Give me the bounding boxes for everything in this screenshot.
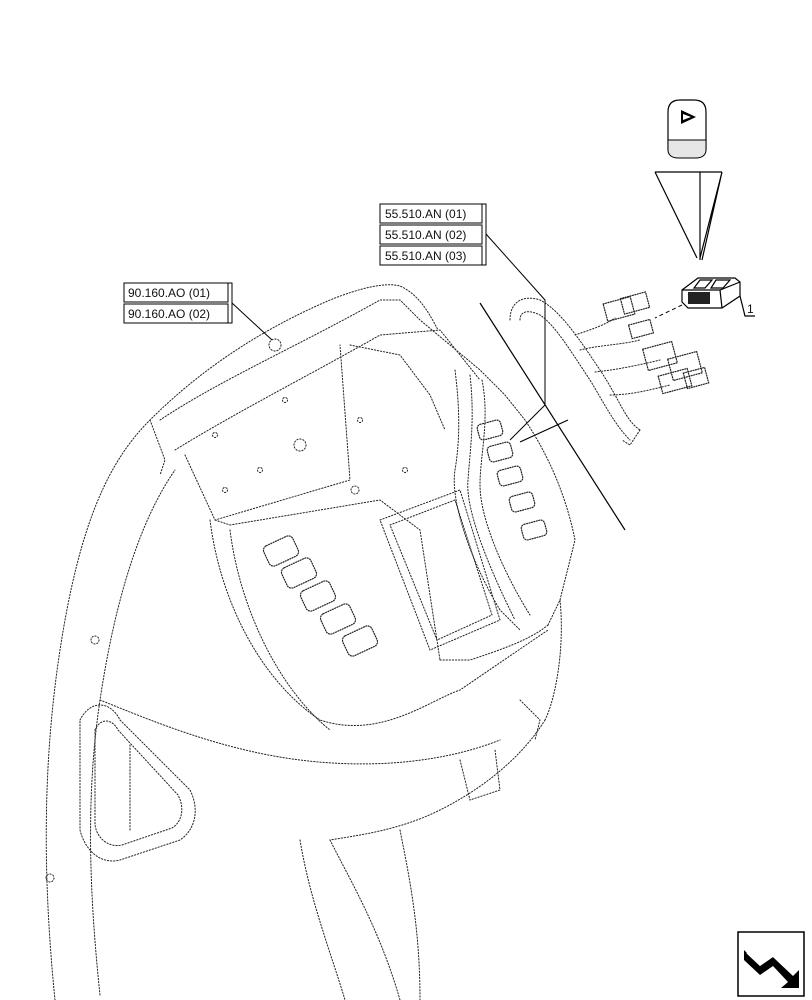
ref-90-160-ao-02[interactable]: 90.160.AO (02) — [128, 307, 210, 321]
ref-box-group-90: 90.160.AO (01) 90.160.AO (02) — [123, 282, 273, 341]
symbol-leader-right — [699, 171, 723, 261]
ref-55-510-an-03[interactable]: 55.510.AN (03) — [385, 249, 466, 263]
rocker-switch — [681, 277, 741, 309]
ref-55-510-an-02[interactable]: 55.510.AN (02) — [385, 228, 466, 242]
section-line — [479, 302, 626, 531]
play-triangle-icon — [667, 99, 707, 159]
slot-pointer-line — [519, 419, 569, 443]
return-arrow-icon[interactable] — [737, 931, 805, 997]
switch-slots-left — [262, 535, 379, 657]
switch-slots-right — [476, 419, 548, 541]
symbol-leader-diag — [654, 171, 698, 259]
ref-55-510-an-01[interactable]: 55.510.AN (01) — [385, 207, 466, 221]
callout-leader-1 — [739, 295, 755, 317]
ref-90-160-ao-01[interactable]: 90.160.AO (01) — [128, 286, 210, 300]
ref-box-group-55: 55.510.AN (01) 55.510.AN (02) 55.510.AN … — [379, 203, 546, 441]
callout-1: 1 — [747, 302, 754, 316]
cab-console — [45, 284, 576, 1000]
wiring-harness — [509, 291, 710, 446]
